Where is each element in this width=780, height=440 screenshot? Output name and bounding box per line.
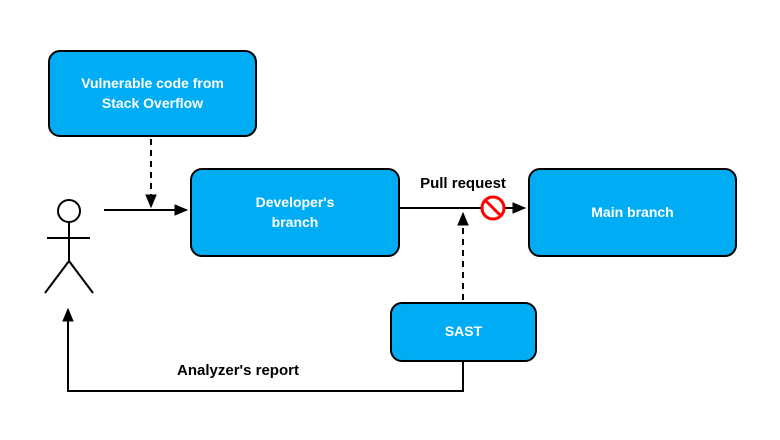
node-label-line: Stack Overflow — [101, 94, 204, 111]
node-sast: SAST — [390, 302, 537, 362]
node-label-line: branch — [271, 213, 319, 230]
stick-figure-icon — [44, 199, 94, 294]
node-main-branch: Main branch — [528, 168, 737, 257]
analyzer-report-label: Analyzer's report — [177, 362, 299, 379]
node-label: SAST — [444, 323, 483, 340]
actor-leg-left — [44, 260, 70, 294]
node-vulnerable-code: Vulnerable code from Stack Overflow — [48, 50, 257, 137]
actor-head — [57, 199, 81, 223]
node-label-line: Developer's — [255, 193, 335, 210]
node-developer-branch: Developer's branch — [190, 168, 400, 257]
pull-request-label: Pull request — [420, 175, 506, 192]
prohibition-sign-icon — [480, 195, 506, 221]
analyzer-report-arrow — [68, 310, 464, 392]
actor-leg-right — [68, 260, 94, 294]
prohibition-slash — [484, 199, 502, 217]
node-label-line: Vulnerable code from — [81, 74, 224, 91]
node-label: Main branch — [591, 203, 674, 220]
